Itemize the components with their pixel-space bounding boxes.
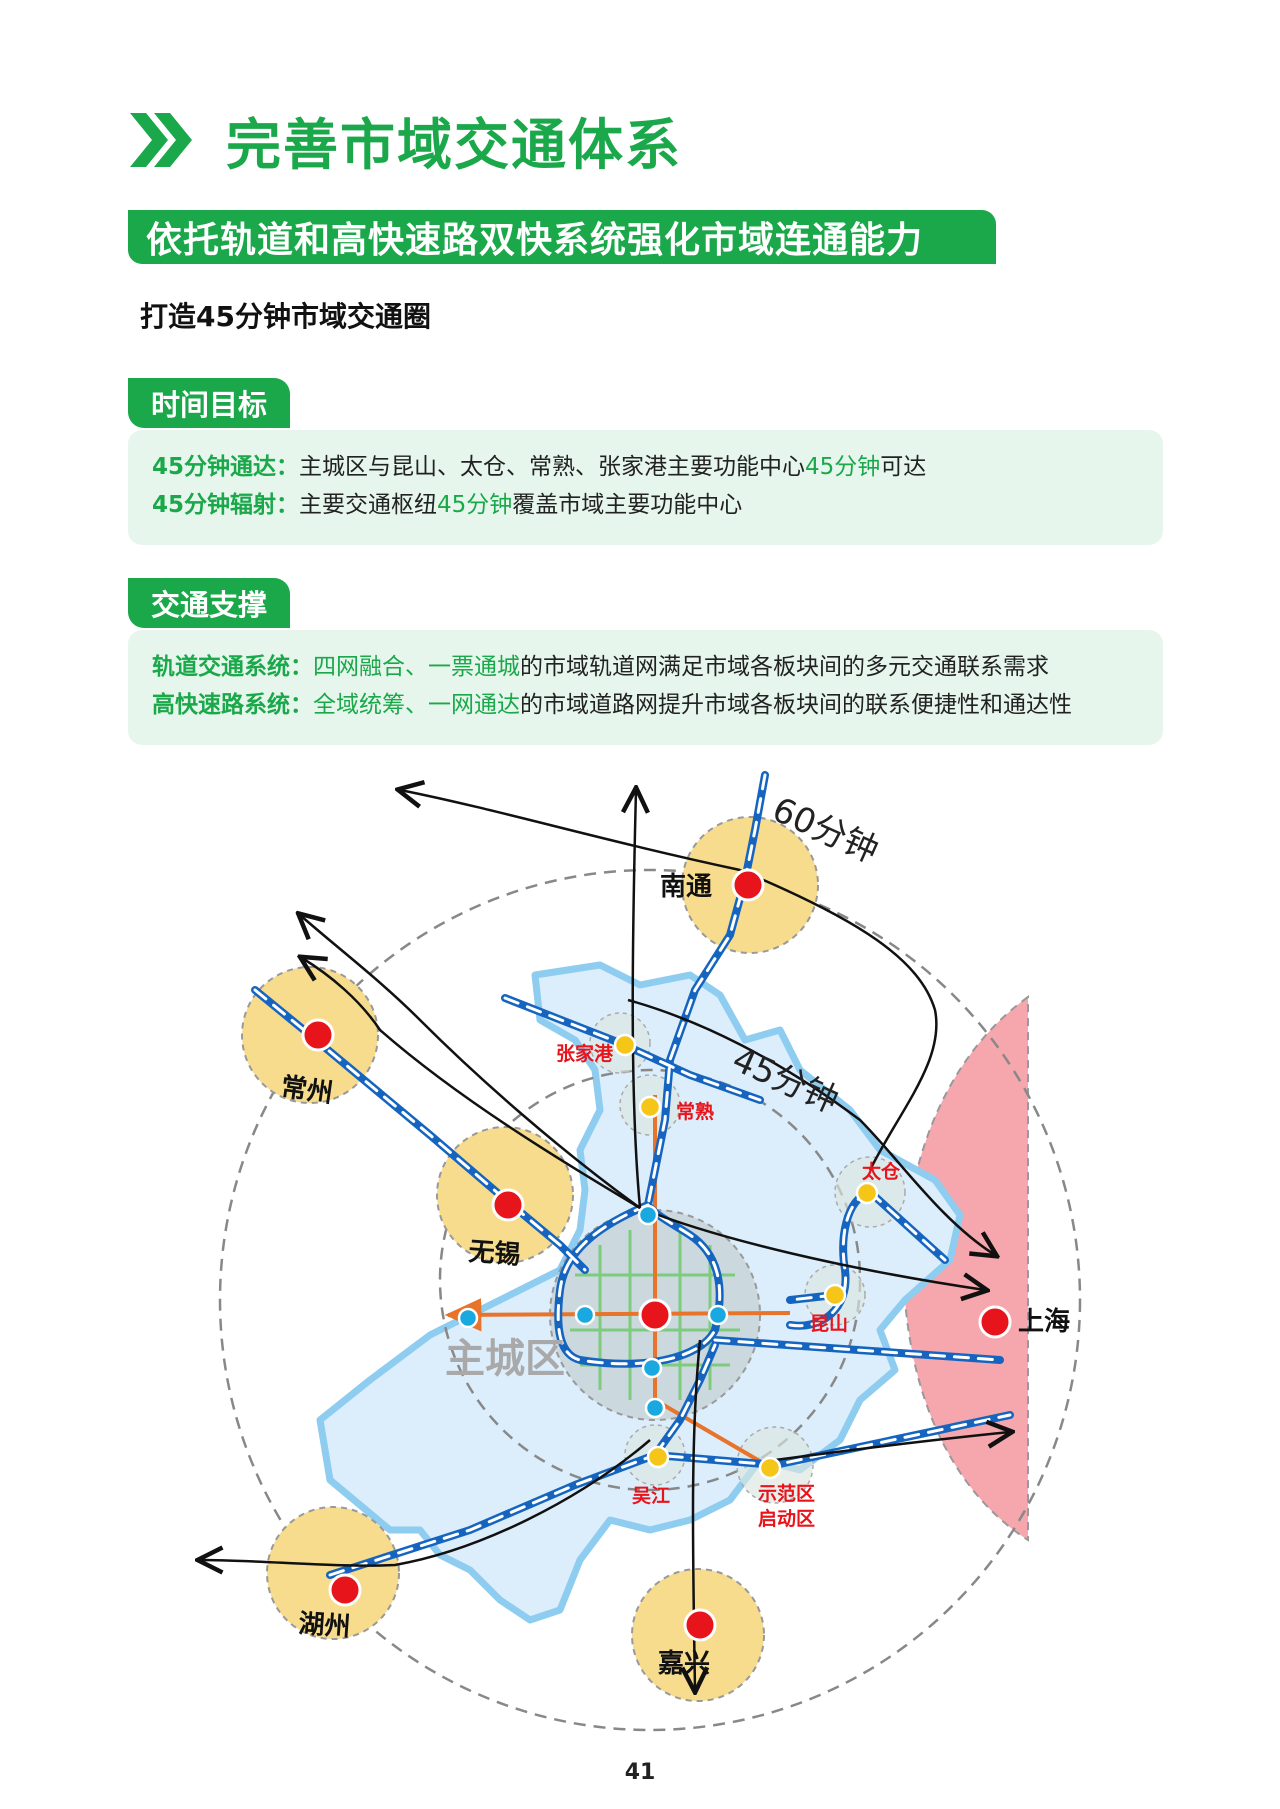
nantong-label: 南通	[660, 872, 712, 902]
jiaxing-node	[683, 1608, 717, 1642]
double-chevron-icon	[130, 113, 192, 167]
shanghai-node	[978, 1305, 1012, 1339]
line-highlight: 四网融合、一票通城	[313, 654, 520, 680]
taicang-label: 太仓	[862, 1160, 901, 1183]
time-goal-line-1: 45分钟通达：主城区与昆山、太仓、常熟、张家港主要功能中心45分钟可达	[152, 448, 1139, 486]
city-labels: 南通 常州 无锡 上海 湖州 嘉兴	[279, 872, 1070, 1679]
title-row: 完善市域交通体系	[128, 100, 682, 180]
line-text: 主城区与昆山、太仓、常熟、张家港主要功能中心	[299, 454, 806, 480]
line-highlight: 45分钟	[805, 454, 881, 480]
page-number: 41	[624, 1760, 656, 1785]
main-city-label: 主城区	[445, 1336, 565, 1382]
wuxi-label: 无锡	[468, 1237, 522, 1271]
line-highlight: 全域统筹、一网通达	[313, 692, 520, 718]
rail-lines	[251, 771, 1014, 1579]
transport-support-tag: 交通支撑	[128, 578, 290, 628]
line-label: 轨道交通系统：	[152, 654, 313, 680]
time-goal-tag: 时间目标	[128, 378, 290, 428]
wujiang-label: 吴江	[632, 1485, 670, 1507]
line-text: 覆盖市域主要功能中心	[512, 492, 743, 518]
line-text: 的市域道路网提升市域各板块间的联系便捷性和通达性	[520, 692, 1072, 718]
line-label: 45分钟辐射：	[152, 492, 300, 518]
line-text: 主要交通枢纽	[299, 492, 438, 518]
orange-arterials	[444, 1095, 791, 1472]
local-labels: 张家港 常熟 太仓 昆山 吴江 示范区 启动区	[556, 1042, 901, 1530]
huzhou-label: 湖州	[298, 1609, 352, 1643]
huzhou-node	[328, 1573, 362, 1607]
line-label: 高快速路系统：	[152, 692, 313, 718]
line-text: 可达	[880, 454, 927, 480]
line-highlight: 45分钟	[437, 492, 513, 518]
wuxi-node	[491, 1188, 525, 1222]
changzhou-label: 常州	[279, 1072, 335, 1109]
line-text: 的市域轨道网满足市域各板块间的多元交通联系需求	[520, 654, 1049, 680]
station-nodes	[457, 1204, 729, 1419]
kunshan-label: 昆山	[810, 1313, 848, 1335]
city-nodes	[301, 868, 1012, 1642]
page-title: 完善市域交通体系	[226, 113, 683, 177]
zhangjiagang-label: 张家港	[556, 1042, 614, 1065]
changshu-label: 常熟	[676, 1100, 714, 1123]
jiaxing-label: 嘉兴	[658, 1649, 710, 1679]
section-banner: 依托轨道和高快速路双快系统强化市域连通能力	[128, 210, 996, 264]
time-goal-line-2: 45分钟辐射：主要交通枢纽45分钟覆盖市域主要功能中心	[152, 486, 1139, 524]
transport-support-box: 轨道交通系统：四网融合、一票通城的市域轨道网满足市域各板块间的多元交通联系需求 …	[128, 630, 1163, 745]
subheading: 打造45分钟市域交通圈	[140, 300, 431, 333]
flow-arrows	[200, 790, 1010, 1690]
line-label: 45分钟通达：	[152, 454, 300, 480]
local-nodes	[613, 1033, 879, 1480]
demo-zone-label-1: 示范区	[758, 1482, 815, 1505]
time-goal-box: 45分钟通达：主城区与昆山、太仓、常熟、张家港主要功能中心45分钟可达 45分钟…	[128, 430, 1163, 545]
transport-line-2: 高快速路系统：全域统筹、一网通达的市域道路网提升市域各板块间的联系便捷性和通达性	[152, 686, 1139, 724]
ring-60-min	[218, 868, 1082, 1732]
suzhou-node	[638, 1298, 672, 1332]
shanghai-label: 上海	[1018, 1307, 1070, 1337]
nantong-node	[731, 868, 765, 902]
transport-line-1: 轨道交通系统：四网融合、一票通城的市域轨道网满足市域各板块间的多元交通联系需求	[152, 648, 1139, 686]
changzhou-node	[301, 1018, 335, 1052]
demo-zone-label-2: 启动区	[758, 1507, 815, 1530]
